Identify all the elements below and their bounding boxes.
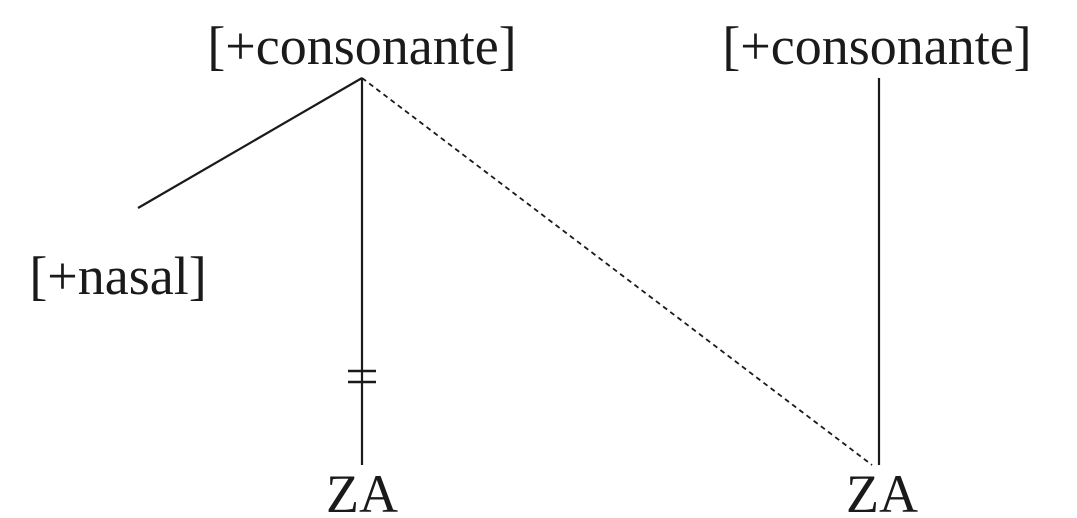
spreading-line-dashed [361, 77, 873, 466]
root-left-label: [+consonante] [207, 16, 516, 76]
delinking-mark [348, 369, 376, 384]
association-line-nasal [137, 77, 363, 209]
root-right-label: [+consonante] [722, 16, 1031, 76]
slot-right-label: ZA [846, 464, 918, 518]
slot-left-label: ZA [326, 464, 398, 518]
feature-nasal-label: [+nasal] [29, 246, 206, 306]
